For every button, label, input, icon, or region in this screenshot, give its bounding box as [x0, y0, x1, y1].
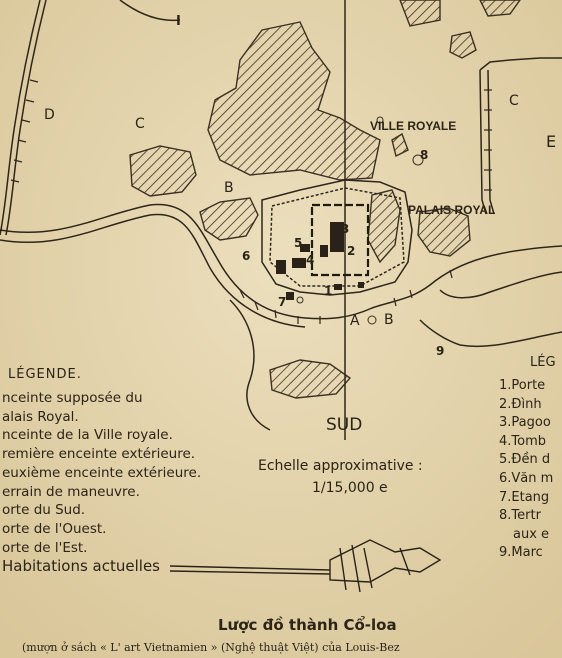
label-d: D	[44, 107, 55, 123]
ville-royale-enceinte	[261, 179, 413, 296]
label-3: 3	[341, 222, 350, 236]
label-4: 4	[306, 253, 315, 267]
label-c-top: C	[135, 116, 145, 132]
right-legend-title: LÉG	[530, 355, 556, 370]
legend-item: remière enceinte extérieure.	[2, 446, 196, 463]
label-b-gate: B	[384, 312, 394, 328]
right-legend-item: 9.Marc	[499, 545, 543, 561]
scale-text: Echelle approximative :	[258, 458, 423, 474]
label-sud: SUD	[326, 415, 363, 435]
right-legend-item: 7.Etang	[499, 489, 550, 505]
right-legend-item: 4.Tomb	[499, 433, 547, 449]
label-2: 2	[347, 244, 356, 258]
habitations-areas	[129, 0, 521, 399]
legend-item: nceinte supposée du	[2, 390, 143, 406]
label-8: 8	[420, 148, 429, 162]
legend-item: errain de maneuvre.	[2, 483, 140, 500]
legend-item: euxième enceinte extérieure.	[2, 464, 202, 481]
label-6: 6	[242, 249, 251, 263]
right-legend-list: 1.Porte 2.Đình 3.Pagoo 4.Tomb 5.Đền d 6.…	[499, 377, 553, 563]
label-c-right: C	[509, 93, 519, 109]
label-b-left: B	[224, 180, 234, 196]
scale-value: 1/15,000 e	[312, 480, 388, 496]
legend-title: LÉGENDE.	[8, 367, 82, 382]
label-9: 9	[436, 344, 445, 358]
caption-source: (mượn ở sách « L' art Vietnamien » (Nghệ…	[22, 641, 400, 654]
right-legend-item: 5.Đền d	[499, 452, 551, 468]
outer-enceinte	[0, 0, 562, 440]
legend-item: nceinte de la Ville royale.	[2, 427, 173, 444]
right-legend-item: aux e	[513, 526, 550, 542]
legend-item: orte de l'Ouest.	[2, 520, 107, 537]
legend-item: orte de l'Est.	[2, 539, 88, 556]
rampart-ticks	[10, 79, 492, 324]
right-legend-item: 1.Porte	[499, 378, 546, 393]
label-i-top: I	[176, 14, 181, 29]
right-legend-item: 6.Văn m	[499, 470, 554, 486]
label-5: 5	[294, 236, 303, 250]
label-palais-royal: PALAIS ROYAL	[408, 203, 496, 217]
label-a-gate: A	[350, 313, 360, 329]
marsh-marks	[296, 116, 424, 325]
palais-royal-enceinte	[310, 203, 370, 277]
legend-list: nceinte supposée du alais Royal. nceinte…	[2, 389, 201, 576]
legend-item: alais Royal.	[2, 408, 79, 425]
right-legend-item: 8.Tertr	[499, 508, 541, 524]
palace-structures	[276, 222, 364, 300]
spear-icon	[169, 539, 442, 593]
caption-title: Lược đồ thành Cổ-loa	[218, 616, 397, 634]
label-e: E	[546, 132, 557, 151]
legend-item: Habitations actuelles	[2, 557, 160, 576]
legend-item: orte du Sud.	[2, 502, 86, 519]
label-1: 1	[324, 284, 333, 298]
label-7: 7	[278, 295, 287, 309]
right-legend-item: 3.Pagoo	[499, 415, 551, 431]
label-ville-royale: VILLE ROYALE	[370, 119, 457, 133]
right-legend-item: 2.Đình	[499, 396, 542, 412]
